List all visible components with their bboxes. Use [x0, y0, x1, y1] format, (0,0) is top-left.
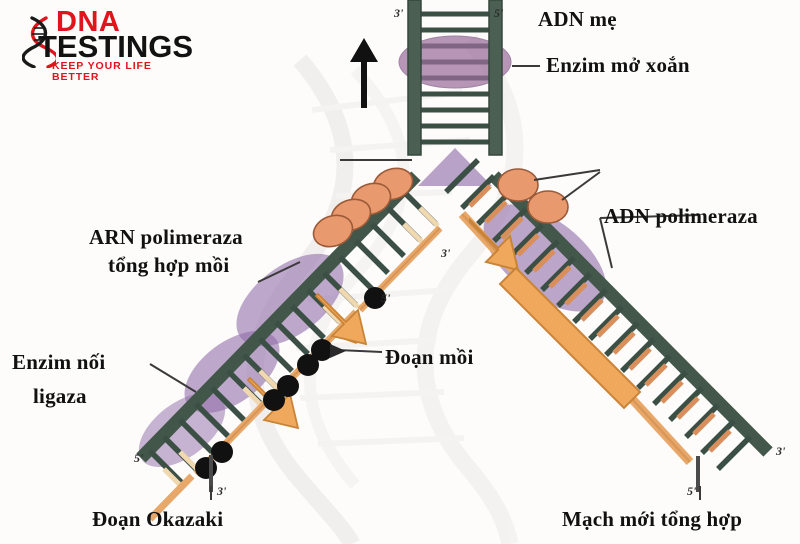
okazaki-synthesis-arrow-upper: [314, 292, 368, 346]
marker-bottom-left-5prime: 5': [134, 451, 144, 465]
leading-template-rungs: [444, 158, 752, 471]
logo-testings-text: TESTINGS: [38, 29, 194, 64]
leader-lines: [149, 65, 701, 500]
logo-dna-text: DNA: [56, 6, 121, 38]
label-enzim-mo-xoan: Enzim mở xoắn: [546, 53, 690, 77]
marker-lagging-5prime: 5': [381, 291, 391, 305]
fork-junction-wedge: [418, 148, 492, 186]
marker-top-right-5prime: 5': [494, 6, 504, 20]
parent-dna-duplex: [398, 0, 512, 156]
free-nucleotides-left: [312, 167, 414, 248]
leading-strand-arm: [444, 158, 773, 492]
marker-bottom-right-3prime: 3': [776, 444, 786, 458]
lagging-strand-template-arm: [136, 167, 443, 522]
label-adn-me: ADN mẹ: [538, 7, 617, 31]
marker-top-left-3prime: 3': [394, 6, 404, 20]
label-enzim-noi-line1: Enzim nối: [12, 350, 106, 374]
label-doan-okazaki: Đoạn Okazaki: [92, 507, 224, 531]
label-enzim-noi-line2: ligaza: [33, 384, 87, 408]
fork-direction-arrow: [350, 38, 378, 108]
label-adn-polimeraza: ADN polimeraza: [604, 204, 758, 228]
free-nucleotides-right: [497, 168, 569, 224]
marker-bottom-left-3prime: 3': [217, 484, 227, 498]
label-doan-moi: Đoạn mồi: [385, 345, 474, 369]
marker-fork-right-3prime: 3': [441, 246, 451, 260]
label-arn-polimeraza-line2: tổng hợp mồi: [108, 253, 230, 277]
helix-logo-icon: [22, 16, 56, 68]
marker-bottom-right-5prime: 5': [687, 484, 697, 498]
helicase-enzyme-ellipse: [398, 35, 512, 89]
leading-strand-synthesis-arrow: [469, 217, 642, 410]
brand-logo: DNA TESTINGS KEEP YOUR LIFE BETTER: [22, 6, 202, 82]
label-mach-moi-tong-hop: Mạch mới tổng hợp: [562, 507, 743, 531]
logo-tagline: KEEP YOUR LIFE BETTER: [52, 60, 152, 83]
label-arn-polimeraza-line1: ARN polimeraza: [89, 225, 243, 249]
